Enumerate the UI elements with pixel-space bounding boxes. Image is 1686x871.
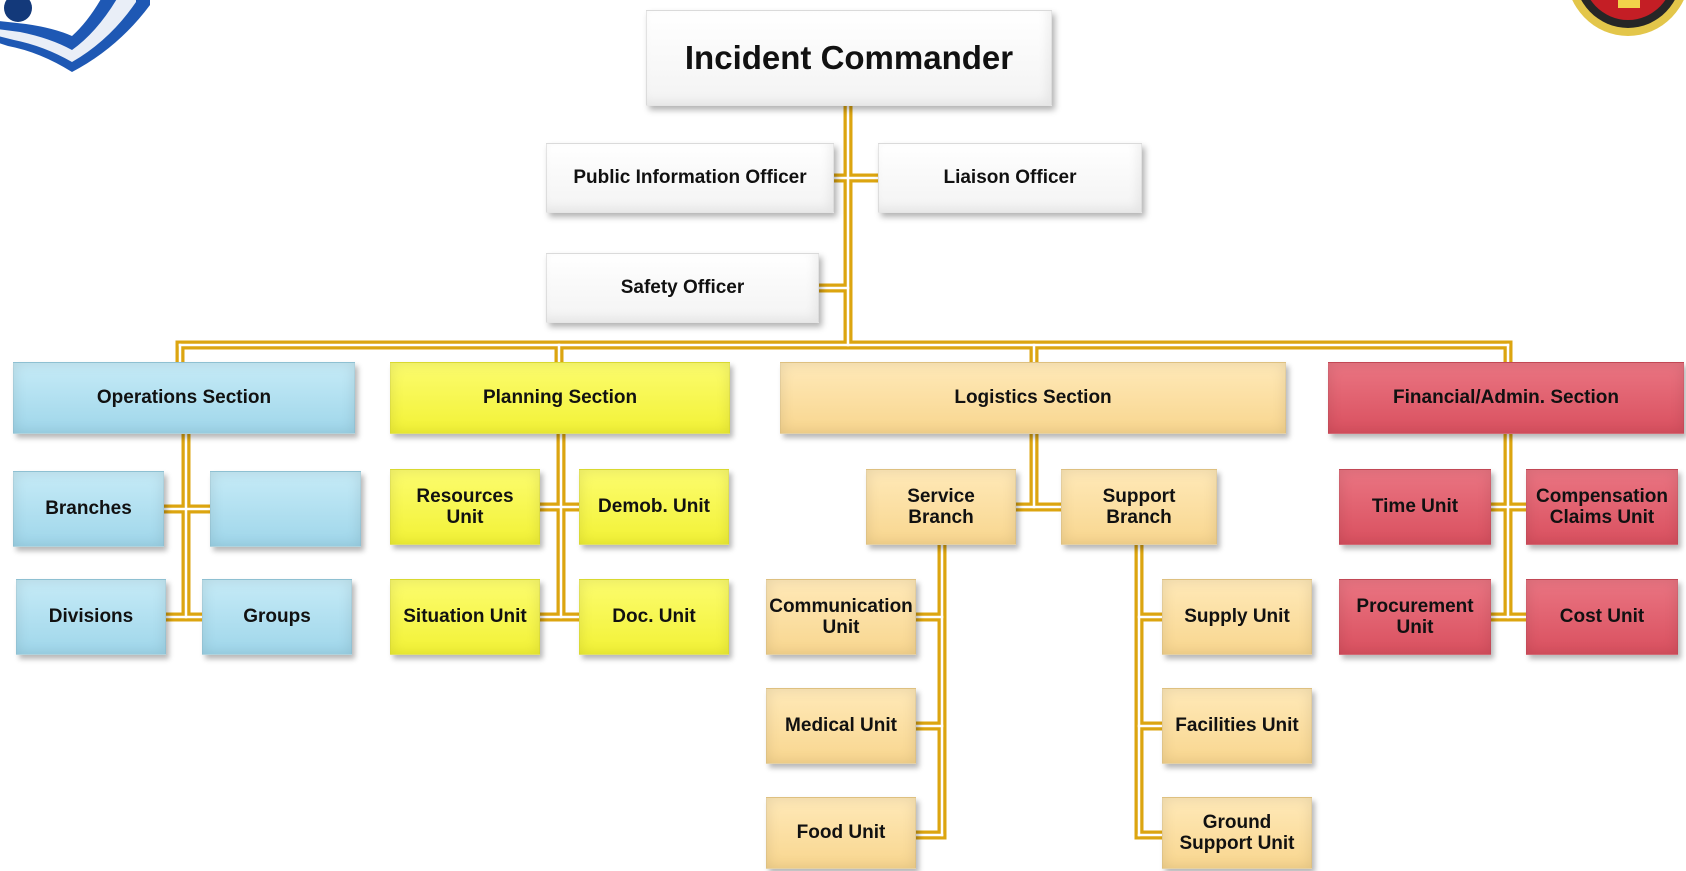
- situation-unit-box: Situation Unit: [390, 579, 540, 655]
- groups-box: Groups: [202, 579, 352, 655]
- divisions-box: Divisions: [16, 579, 166, 655]
- incident-commander-box: Incident Commander: [646, 10, 1052, 106]
- facilities-unit-box: Facilities Unit: [1162, 688, 1312, 764]
- planning-section-box: Planning Section: [390, 362, 730, 434]
- service-branch-box: Service Branch: [866, 469, 1016, 545]
- branches-box: Branches: [13, 471, 164, 547]
- time-unit-box: Time Unit: [1339, 469, 1491, 545]
- public-information-officer-box: Public Information Officer: [546, 143, 834, 213]
- support-branch-box: Support Branch: [1061, 469, 1217, 545]
- operations-section-box: Operations Section: [13, 362, 355, 434]
- compensation-claims-unit-box: Compensation Claims Unit: [1526, 469, 1678, 545]
- medical-unit-box: Medical Unit: [766, 688, 916, 764]
- right-agency-seal-logo: [1572, 0, 1684, 36]
- logistics-section-box: Logistics Section: [780, 362, 1286, 434]
- left-agency-shield-logo: [0, 0, 150, 72]
- demob-unit-box: Demob. Unit: [579, 469, 729, 545]
- procurement-unit-box: Procurement Unit: [1339, 579, 1491, 655]
- liaison-officer-box: Liaison Officer: [878, 143, 1142, 213]
- resources-unit-box: Resources Unit: [390, 469, 540, 545]
- cost-unit-box: Cost Unit: [1526, 579, 1678, 655]
- supply-unit-box: Supply Unit: [1162, 579, 1312, 655]
- financial-admin-section-box: Financial/Admin. Section: [1328, 362, 1684, 434]
- doc-unit-box: Doc. Unit: [579, 579, 729, 655]
- safety-officer-box: Safety Officer: [546, 253, 819, 323]
- communication-unit-box: Communication Unit: [766, 579, 916, 655]
- unlabeled-operations-box: [210, 471, 361, 547]
- ground-support-unit-box: Ground Support Unit: [1162, 797, 1312, 869]
- food-unit-box: Food Unit: [766, 797, 916, 869]
